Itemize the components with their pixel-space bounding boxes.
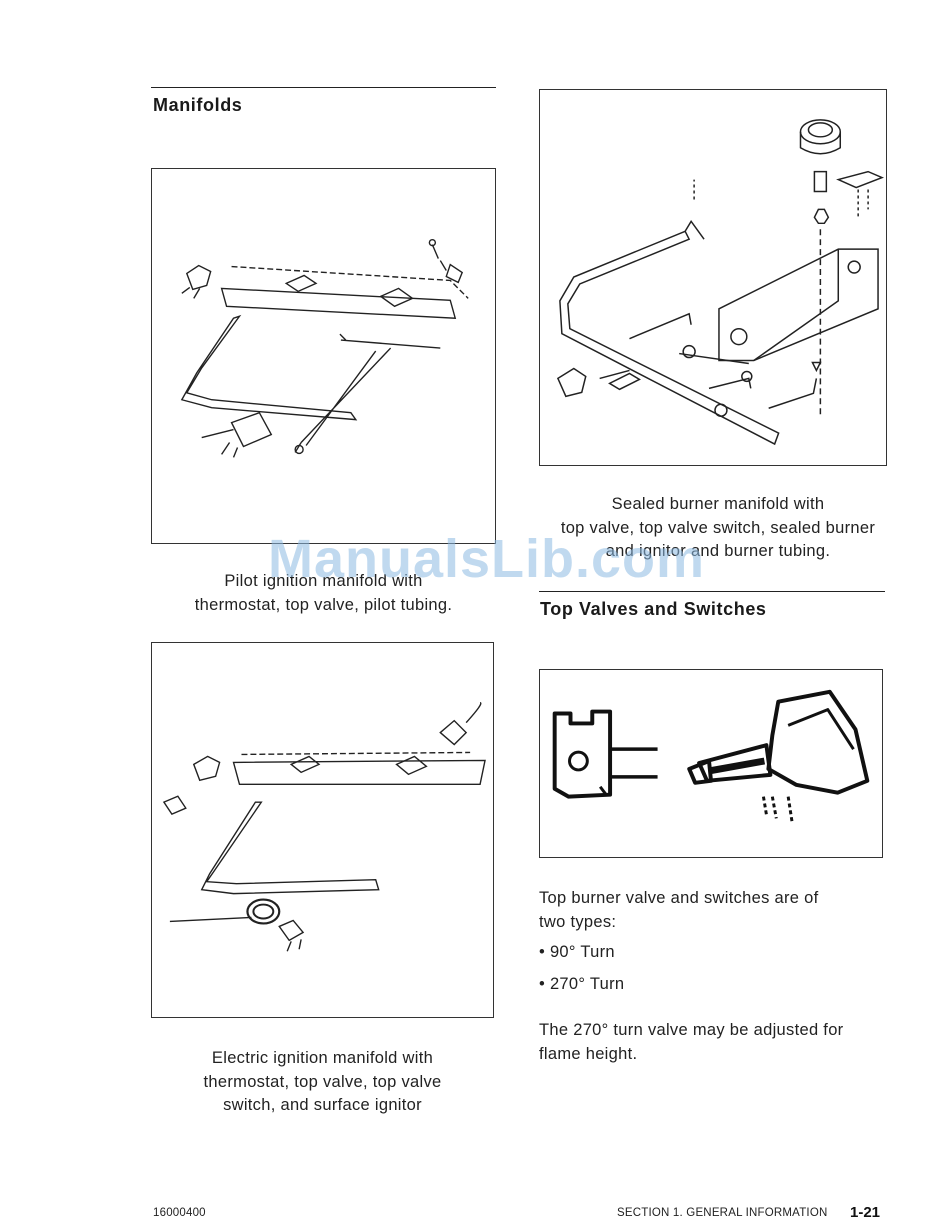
footer-section-title: SECTION 1. GENERAL INFORMATION — [617, 1207, 828, 1219]
bullet-270-turn: • 270° Turn — [539, 975, 625, 993]
page-number: 1-21 — [850, 1204, 881, 1221]
valves-switches-drawing — [552, 689, 870, 823]
top-valves-switches-figure — [539, 669, 883, 858]
top-valves-heading: Top Valves and Switches — [540, 599, 767, 619]
paragraph-line: flame height. — [539, 1044, 638, 1063]
caption-line: thermostat, top valve, top valve — [203, 1072, 442, 1091]
electric-ignition-manifold-figure — [151, 642, 494, 1018]
pilot-manifold-drawing — [180, 238, 469, 458]
paragraph-line: The 270° turn valve may be adjusted for — [539, 1021, 844, 1039]
bullet-90-turn: • 90° Turn — [539, 943, 615, 961]
caption-line: top valve, top valve switch, sealed burn… — [560, 518, 876, 537]
valves-paragraph: Top burner valve and switches are of two… — [539, 887, 819, 934]
watermark: ManualsLib.com — [268, 529, 706, 589]
caption-line: switch, and surface ignitor — [223, 1096, 422, 1114]
sealed-burner-drawing — [556, 119, 885, 446]
electric-manifold-drawing — [162, 702, 486, 952]
electric-manifold-caption: Electric ignition manifold with thermost… — [151, 1047, 494, 1118]
caption-line: Pilot ignition manifold with — [224, 572, 423, 590]
right-section-rule — [539, 591, 885, 592]
left-top-rule — [151, 87, 496, 88]
caption-line: and ignitor and burner tubing. — [605, 542, 831, 560]
paragraph-line: two types: — [539, 912, 617, 931]
pilot-ignition-manifold-figure — [151, 168, 496, 544]
adjustment-paragraph: The 270° turn valve may be adjusted for … — [539, 1019, 843, 1066]
caption-line: Electric ignition manifold with — [211, 1049, 434, 1067]
caption-line: Sealed burner manifold with — [611, 495, 825, 513]
caption-line: thermostat, top valve, pilot tubing. — [194, 595, 453, 614]
sealed-burner-manifold-figure — [539, 89, 887, 466]
paragraph-line: Top burner valve and switches are of — [539, 889, 819, 907]
pilot-manifold-caption: Pilot ignition manifold with thermostat,… — [151, 570, 496, 617]
manifolds-heading: Manifolds — [153, 95, 243, 115]
footer-doc-number: 16000400 — [153, 1207, 206, 1219]
sealed-burner-caption: Sealed burner manifold with top valve, t… — [532, 493, 904, 564]
